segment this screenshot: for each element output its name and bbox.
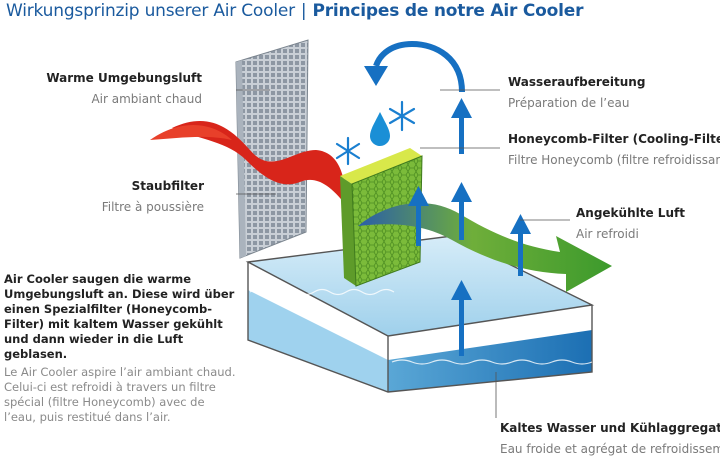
warm-air-tail (150, 125, 232, 140)
label-water-treatment: Wasseraufbereitung Préparation de l’eau (508, 74, 645, 111)
label-water-treatment-de: Wasseraufbereitung (508, 75, 646, 89)
description-de: Air Cooler saugen die warme Umgebungsluf… (4, 272, 235, 361)
tank-water-front (248, 290, 388, 392)
label-warm-air: Warme Umgebungsluft Air ambiant chaud (46, 70, 202, 107)
description-block: Air Cooler saugen die warme Umgebungsluf… (4, 272, 236, 425)
recirculation-arrow (373, 40, 465, 93)
label-cooled-air-fr: Air refroidi (576, 227, 639, 241)
label-warm-air-de: Warme Umgebungsluft (46, 71, 202, 85)
label-cooled-air: Angekühlte Luft Air refroidi (576, 205, 685, 242)
label-honeycomb-de: Honeycomb-Filter (Cooling-Filter) (508, 132, 720, 146)
title-fr: Principes de notre Air Cooler (312, 1, 584, 21)
water-waves (249, 288, 593, 365)
title-separator: | (300, 1, 307, 21)
recirculation-arrowhead (364, 66, 388, 86)
dust-filter (235, 39, 309, 259)
label-cold-water-fr: Eau froide et agrégat de refroidissement (500, 442, 720, 456)
page-title: Wirkungsprinzip unserer Air Cooler|Princ… (6, 1, 583, 21)
label-dust-filter: Staubfilter Filtre à poussière (102, 178, 204, 215)
label-dust-filter-fr: Filtre à poussière (101, 200, 204, 214)
label-cooled-air-de: Angekühlte Luft (576, 206, 685, 220)
leader-lines (236, 89, 570, 418)
label-cold-water: Kaltes Wasser und Kühlaggregat Eau froid… (500, 420, 720, 457)
label-honeycomb: Honeycomb-Filter (Cooling-Filter) Filtre… (508, 131, 720, 168)
label-honeycomb-fr: Filtre Honeycomb (filtre refroidissant) (508, 153, 720, 167)
label-dust-filter-de: Staubfilter (131, 179, 204, 193)
water-tank (245, 235, 595, 393)
description-fr: Le Air Cooler aspire l’air ambiant chaud… (4, 365, 236, 424)
water-drop-icon (370, 112, 390, 146)
title-de: Wirkungsprinzip unserer Air Cooler (6, 1, 295, 21)
cooled-air-flow (358, 202, 612, 292)
snowflake-icon (335, 100, 416, 166)
label-water-treatment-fr: Préparation de l’eau (508, 96, 630, 110)
label-warm-air-fr: Air ambiant chaud (91, 92, 202, 106)
label-cold-water-de: Kaltes Wasser und Kühlaggregat (500, 421, 720, 435)
upward-arrows (408, 98, 531, 356)
warm-air-flow (172, 120, 346, 205)
tank-water-top (248, 236, 592, 336)
